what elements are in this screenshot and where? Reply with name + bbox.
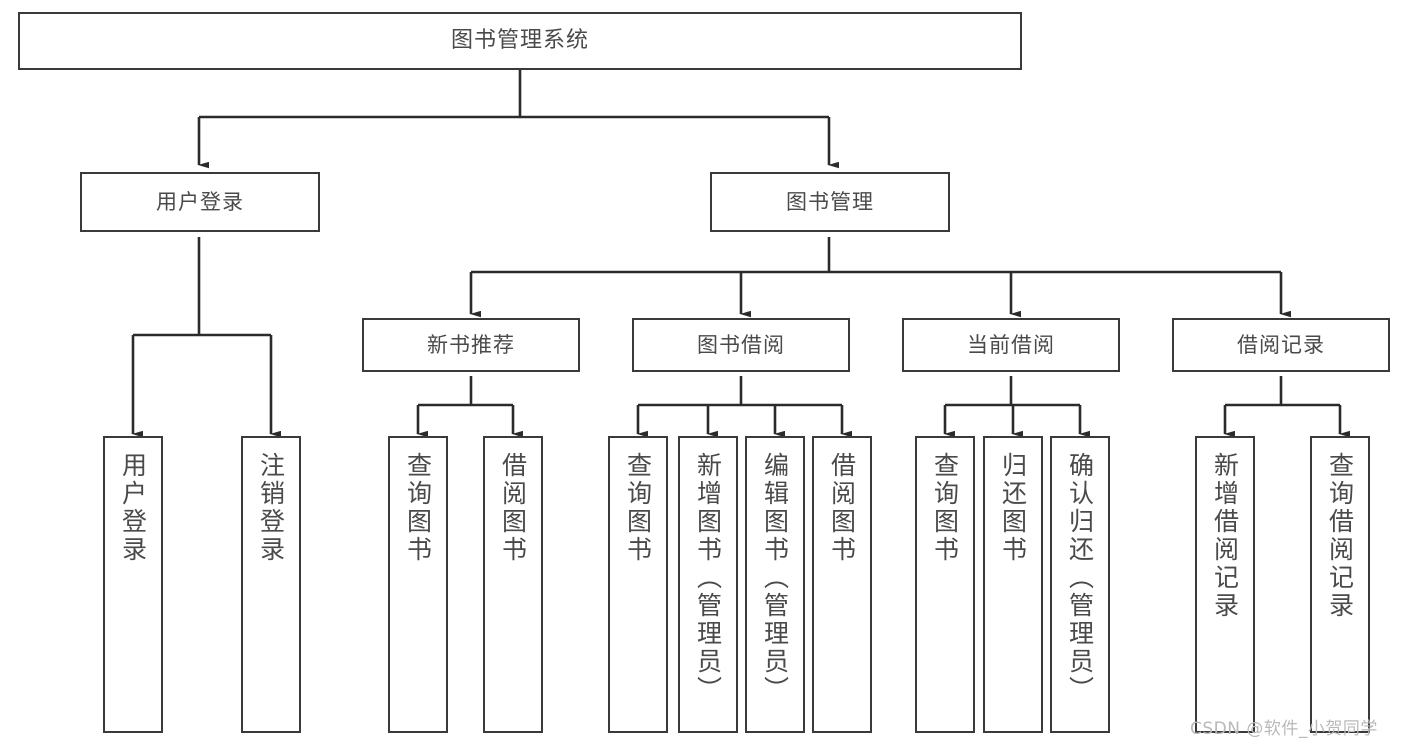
node-leaf-borrow-add-book-label: 新增图书（管理员） (693, 452, 723, 704)
node-root-system[interactable]: 图书管理系统 (18, 12, 1022, 70)
node-leaf-current-confirm-return-label: 确认归还（管理员） (1065, 452, 1095, 704)
node-leaf-current-query-book[interactable]: 查询图书 (915, 436, 975, 733)
node-leaf-borrow-edit-book[interactable]: 编辑图书（管理员） (745, 436, 805, 733)
node-leaf-borrow-edit-book-label: 编辑图书（管理员） (760, 452, 790, 704)
node-leaf-current-query-book-label: 查询图书 (930, 452, 960, 564)
node-leaf-borrow-query-book-label: 查询图书 (623, 452, 653, 564)
node-leaf-current-confirm-return[interactable]: 确认归还（管理员） (1050, 436, 1110, 733)
node-new-book-recommend-label: 新书推荐 (427, 332, 515, 357)
node-book-borrow[interactable]: 图书借阅 (632, 318, 850, 372)
node-leaf-current-return-book-label: 归还图书 (998, 452, 1028, 564)
node-borrow-record[interactable]: 借阅记录 (1172, 318, 1390, 372)
node-new-book-recommend[interactable]: 新书推荐 (362, 318, 580, 372)
node-book-management[interactable]: 图书管理 (710, 172, 950, 232)
node-leaf-record-query-label: 查询借阅记录 (1325, 452, 1355, 620)
node-root-system-label: 图书管理系统 (450, 28, 589, 54)
node-current-borrow-label: 当前借阅 (967, 332, 1055, 357)
node-leaf-new-book-query-label: 查询图书 (403, 452, 433, 564)
node-leaf-user-login-logout-label: 注销登录 (256, 452, 286, 564)
node-current-borrow[interactable]: 当前借阅 (902, 318, 1120, 372)
node-user-login-label: 用户登录 (156, 189, 244, 214)
node-leaf-new-book-borrow[interactable]: 借阅图书 (483, 436, 543, 733)
node-leaf-user-login-login[interactable]: 用户登录 (103, 436, 163, 733)
node-book-borrow-label: 图书借阅 (697, 332, 785, 357)
node-leaf-borrow-borrow-book[interactable]: 借阅图书 (812, 436, 872, 733)
node-leaf-borrow-add-book[interactable]: 新增图书（管理员） (678, 436, 738, 733)
node-leaf-new-book-borrow-label: 借阅图书 (498, 452, 528, 564)
node-leaf-borrow-query-book[interactable]: 查询图书 (608, 436, 668, 733)
node-leaf-new-book-query[interactable]: 查询图书 (388, 436, 448, 733)
node-book-management-label: 图书管理 (786, 189, 874, 214)
node-leaf-borrow-borrow-book-label: 借阅图书 (827, 452, 857, 564)
node-leaf-user-login-logout[interactable]: 注销登录 (241, 436, 301, 733)
node-leaf-user-login-login-label: 用户登录 (118, 452, 148, 564)
node-user-login[interactable]: 用户登录 (80, 172, 320, 232)
node-leaf-record-add-label: 新增借阅记录 (1210, 452, 1240, 620)
node-leaf-record-add[interactable]: 新增借阅记录 (1195, 436, 1255, 733)
watermark-text: CSDN @软件_小贺同学 (1190, 719, 1378, 739)
node-borrow-record-label: 借阅记录 (1237, 332, 1325, 357)
node-leaf-current-return-book[interactable]: 归还图书 (983, 436, 1043, 733)
node-leaf-record-query[interactable]: 查询借阅记录 (1310, 436, 1370, 733)
